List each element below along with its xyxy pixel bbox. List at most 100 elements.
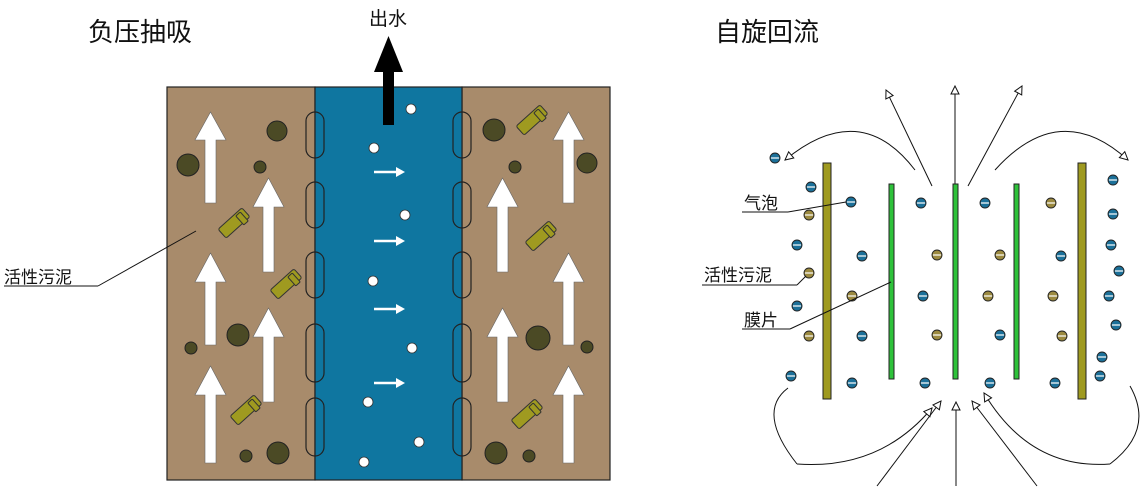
bubble-leader-line	[787, 201, 847, 213]
bubble-icon	[791, 300, 803, 312]
bubble-icon	[1094, 370, 1106, 382]
bubbles-and-sludge	[769, 152, 1125, 389]
sludge-zone-right	[461, 86, 611, 481]
bubble-icon	[1105, 239, 1117, 251]
negative-pressure-panel: 负压抽吸	[4, 8, 611, 481]
bubble-icon	[769, 152, 781, 164]
bubble-icon	[1110, 319, 1122, 331]
sludge-particle-icon	[576, 152, 598, 174]
sludge-particle-icon	[580, 340, 594, 354]
bubble-icon	[1107, 208, 1119, 220]
sludge-label-left: 活性污泥	[4, 268, 72, 288]
bottom-flow-arrows	[876, 400, 1038, 487]
membrane-plate	[1013, 183, 1020, 380]
membrane-pores-left	[305, 111, 325, 457]
sludge-leader-line-right	[796, 275, 807, 286]
bubble-icon	[846, 377, 858, 389]
sludge-particle-icon	[525, 325, 551, 351]
outflow-label: 出水	[369, 8, 407, 30]
upflow-arrow-icon	[552, 252, 585, 346]
upflow-arrow-icon	[194, 365, 227, 464]
sludge-particle-icon	[266, 120, 288, 142]
sludge-particle-icon	[253, 160, 267, 174]
bubble-icon	[367, 275, 379, 287]
sludge-particle-icon	[522, 449, 536, 463]
bubble-icon	[358, 456, 370, 468]
flow-arrow-icon	[374, 304, 405, 314]
membrane-plates	[822, 162, 1087, 400]
spin-backflow-panel: 自旋回流	[702, 18, 1140, 487]
bubble-icon	[1107, 174, 1119, 186]
bubble-icon	[915, 197, 927, 209]
bubble-icon	[399, 209, 411, 221]
sludge-particle-icon	[931, 249, 943, 261]
sludge-particle-icon	[226, 323, 250, 347]
bubble-icon	[1113, 265, 1125, 277]
flow-arrow-icon	[374, 378, 405, 388]
membrane-plate-outer-right	[1077, 162, 1087, 400]
bubble-icon	[845, 196, 857, 208]
left-panel-title: 负压抽吸	[88, 18, 192, 48]
membrane-plate	[952, 183, 959, 380]
sludge-particle-icon	[218, 208, 250, 238]
bubble-icon	[362, 396, 374, 408]
top-flow-arrows	[885, 84, 1023, 187]
bubble-icon	[791, 239, 803, 251]
bubble-icon	[919, 377, 931, 389]
bubble-icon	[1055, 250, 1067, 262]
sludge-particle-icon	[803, 330, 815, 342]
bubble-icon	[917, 290, 929, 302]
flow-arrow-icon	[374, 167, 405, 177]
bubble-icon	[785, 370, 797, 382]
upflow-arrow-icon	[552, 365, 585, 464]
upflow-arrow-icon	[252, 177, 285, 273]
sludge-particle-icon	[1045, 197, 1057, 209]
flow-arrow-icon	[374, 236, 405, 246]
dark-particles	[176, 118, 598, 465]
water-channel	[314, 86, 463, 481]
bubble-icon	[805, 181, 817, 193]
bubble-label: 气泡	[744, 194, 778, 214]
sludge-particle-icon	[511, 399, 543, 429]
bubble-icon	[856, 250, 868, 262]
circulation-arrows	[773, 130, 1140, 466]
sludge-particle-icon	[982, 290, 994, 302]
upflow-arrow-icon	[194, 111, 227, 204]
membrane-plate	[888, 183, 895, 380]
sludge-label-right: 活性污泥	[704, 266, 772, 286]
sludge-particle-icon	[1056, 330, 1068, 342]
bubble-icon	[368, 142, 380, 154]
bubble-icon	[406, 342, 418, 354]
sludge-particle-icon	[1047, 290, 1059, 302]
sludge-particle-icon	[230, 395, 262, 425]
sludge-particle-icon	[270, 269, 302, 299]
sludge-particle-icon	[803, 209, 815, 221]
bubble-icon	[856, 330, 868, 342]
sludge-particle-icon	[482, 118, 506, 142]
sludge-particle-icon	[508, 160, 522, 174]
sludge-particle-icon	[484, 441, 508, 465]
membrane-plate-outer-left	[822, 162, 832, 400]
right-panel-title: 自旋回流	[715, 18, 819, 48]
water-flow-arrows	[374, 167, 405, 388]
upflow-arrows-left	[194, 111, 285, 464]
upflow-arrow-icon	[486, 307, 519, 403]
upflow-arrows-right	[486, 111, 585, 464]
sludge-particle-icon	[525, 221, 557, 251]
sludge-particle-icon	[239, 449, 253, 463]
membrane-label: 膜片	[744, 311, 778, 331]
rod-particles	[218, 105, 557, 429]
bubble-icon	[1049, 377, 1061, 389]
sludge-particle-icon	[846, 290, 858, 302]
upflow-arrow-icon	[194, 252, 227, 346]
sludge-particle-icon	[994, 249, 1006, 261]
membrane-leader-line	[789, 281, 892, 330]
water-particles	[358, 103, 425, 468]
sludge-particle-icon	[931, 329, 943, 341]
sludge-particle-icon	[516, 105, 548, 135]
sludge-leader-line	[97, 230, 197, 287]
membrane-pores-right	[452, 111, 472, 457]
outflow-arrow-icon	[374, 36, 403, 125]
bubble-icon	[413, 436, 425, 448]
